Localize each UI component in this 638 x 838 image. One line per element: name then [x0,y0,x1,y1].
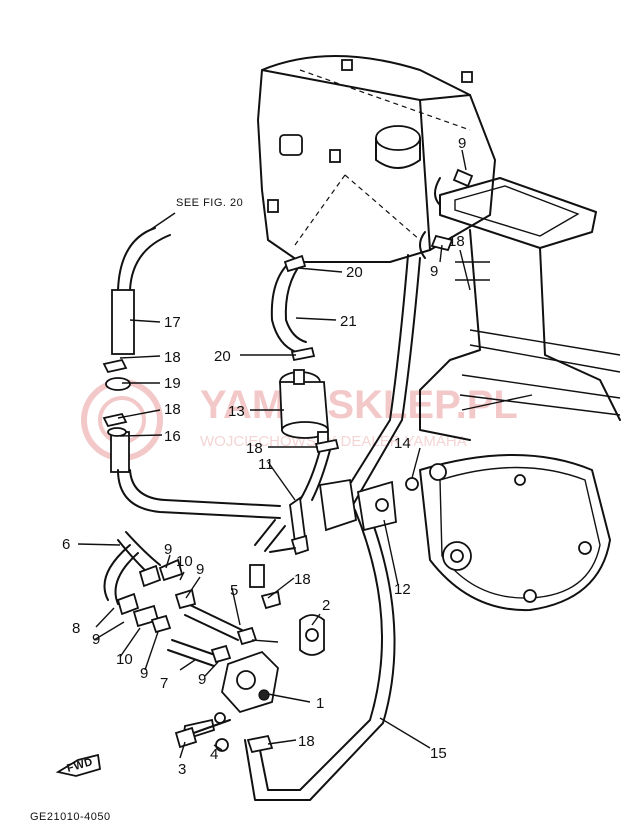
fuel-filter [279,369,329,449]
callout-11: 11 [258,456,274,473]
callout-10a: 10 [176,553,193,570]
callout-9c: 9 [164,541,172,558]
callout-20b: 20 [214,348,231,365]
callout-17: 17 [164,314,181,331]
callout-10b: 10 [116,651,133,668]
watermark: YAMA-SKLEP.PL WOJCIECHOWSCY DEALER YAMAH… [81,379,518,461]
callout-16: 16 [164,428,181,445]
gasket [299,614,325,656]
callout-4: 4 [210,746,218,763]
callout-6: 6 [62,536,70,553]
callout-9d: 9 [196,561,204,578]
callout-18e: 18 [298,733,315,750]
callout-labels: SEE FIG. 20 GE21010-4050 1 2 3 4 5 6 7 8… [30,135,466,823]
callout-15: 15 [430,745,447,762]
bolt [174,547,296,749]
callout-9f: 9 [140,665,148,682]
callout-5: 5 [230,582,238,599]
engine-assembly [405,177,621,612]
mounting-bracket [289,478,397,552]
callout-18b: 18 [164,401,181,418]
callout-14: 14 [394,435,411,452]
callout-9g: 9 [198,671,206,688]
leader-lines [77,149,533,759]
callout-18a: 18 [164,349,181,366]
callout-7: 7 [160,675,168,692]
diagram-code: GE21010-4050 [30,811,111,823]
callout-20a: 20 [346,264,363,281]
watermark-title: YAMA-SKLEP.PL [200,383,518,427]
fuel-tank [257,55,496,263]
callout-3: 3 [178,761,186,778]
callout-9b: 9 [430,263,438,280]
callout-9e: 9 [92,631,100,648]
see-fig-label: SEE FIG. 20 [176,197,243,209]
hose-clips [102,168,474,754]
callout-18f: 18 [448,233,465,250]
callout-13: 13 [228,403,245,420]
callout-1: 1 [316,695,324,712]
callout-8: 8 [72,620,80,637]
callout-12: 12 [394,581,411,598]
fuel-hoses [103,177,441,801]
callout-18c: 18 [246,440,263,457]
callout-2: 2 [322,597,330,614]
callout-18d: 18 [294,571,311,588]
callout-9a: 9 [458,135,466,152]
callout-21: 21 [340,313,357,330]
callout-19: 19 [164,375,181,392]
fwd-arrow-icon: FWD [55,753,102,777]
